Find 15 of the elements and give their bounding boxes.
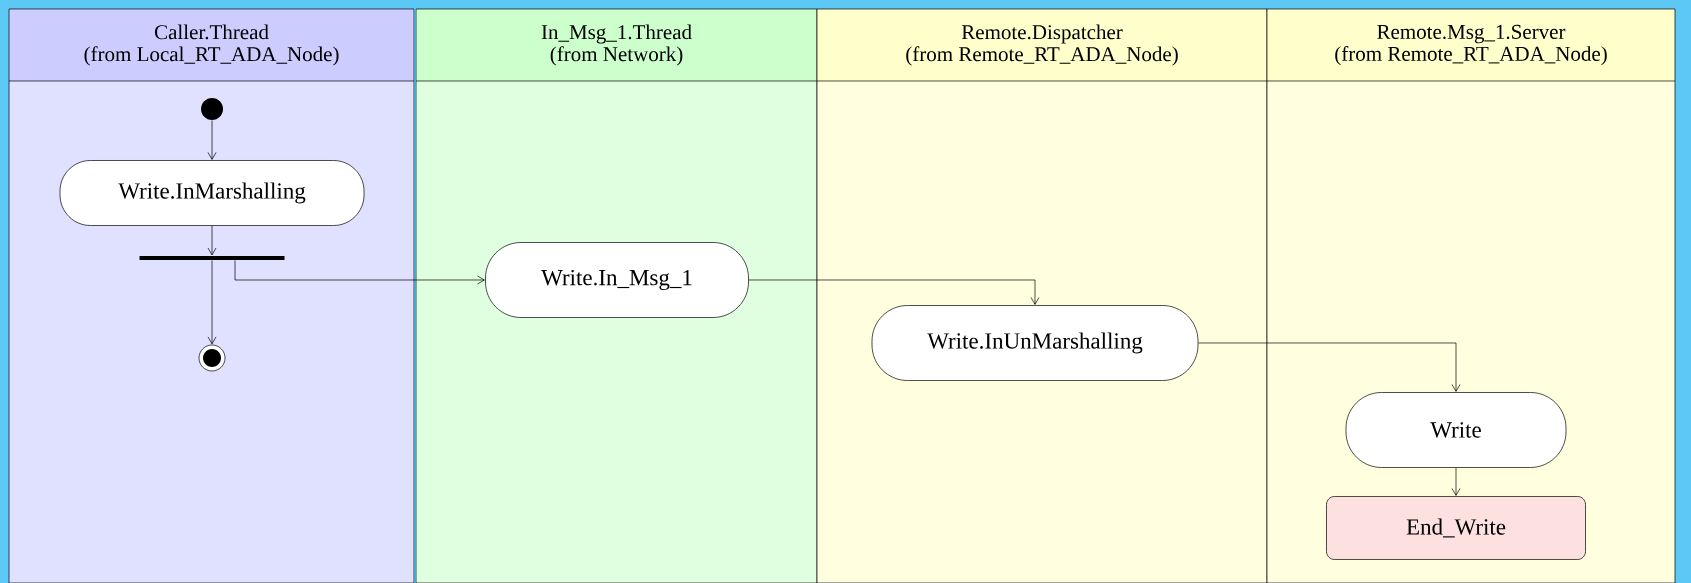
end-state-box: End_Write (1326, 496, 1586, 560)
activity-box: Write.InUnMarshalling (871, 305, 1199, 381)
start-state (201, 98, 223, 120)
arrow (207, 120, 217, 160)
final-state (198, 344, 226, 372)
arrow (1198, 342, 1461, 392)
arrow (1451, 467, 1461, 496)
fork-bar (139, 256, 285, 260)
arrow (748, 279, 1040, 305)
arrow (207, 225, 217, 256)
activity-box: Write (1345, 392, 1567, 468)
arrow (234, 260, 485, 285)
arrow (207, 260, 217, 345)
activity-box: Write.In_Msg_1 (485, 242, 749, 318)
activity-box: Write.InMarshalling (59, 160, 365, 226)
